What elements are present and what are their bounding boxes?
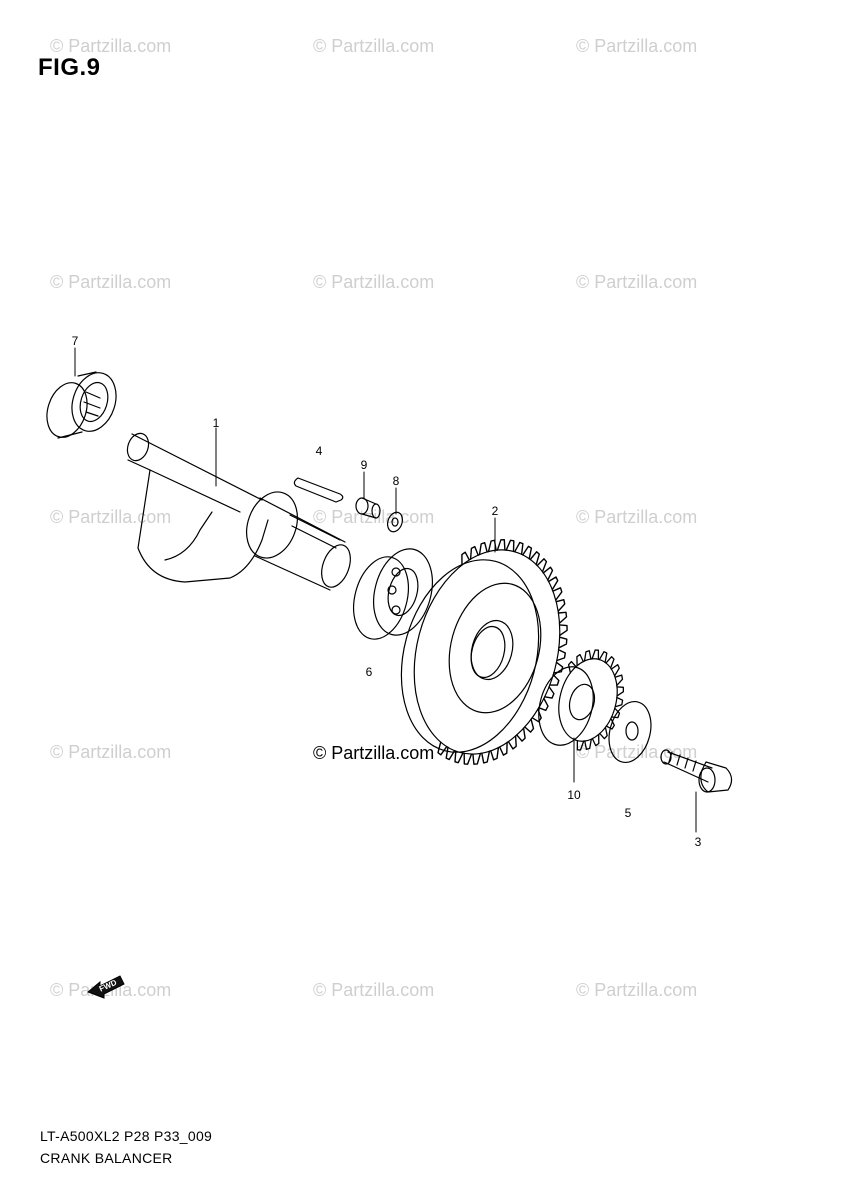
watermark: © Partzilla.com: [576, 742, 698, 762]
diagram-code: LT-A500XL2 P28 P33_009: [40, 1128, 213, 1144]
part-8-washer: [386, 511, 404, 533]
watermark: © Partzilla.com: [50, 742, 172, 762]
callout-1: 1: [212, 416, 220, 430]
part-1-balancer-shaft: [126, 432, 351, 591]
callout-6: 6: [365, 665, 373, 679]
callout-2: 2: [491, 504, 499, 518]
figure-title: FIG.9: [38, 54, 101, 81]
part-3-bolt: [660, 749, 733, 793]
callout-4: 4: [315, 444, 323, 458]
callout-10: 10: [567, 788, 581, 802]
watermark: © Partzilla.com: [313, 36, 435, 56]
callout-9: 9: [360, 458, 368, 472]
callout-7: 7: [71, 334, 79, 348]
watermark: © Partzilla.com: [576, 507, 698, 527]
watermark: © Partzilla.com: [50, 272, 172, 292]
watermark: © Partzilla.com: [50, 507, 172, 527]
callout-leaders: [74, 347, 697, 833]
callout-8: 8: [392, 474, 400, 488]
part-6-ball-bearing: [353, 548, 433, 640]
part-5-washer: [608, 701, 652, 763]
watermark: © Partzilla.com: [576, 980, 698, 1000]
diagram-name: CRANK BALANCER: [40, 1150, 173, 1166]
watermark: © Partzilla.com: [313, 272, 435, 292]
watermark: © Partzilla.com: [576, 36, 698, 56]
watermark: © Partzilla.com: [576, 272, 698, 292]
credit-text: © Partzilla.com: [313, 743, 435, 763]
watermark: © Partzilla.com: [50, 36, 172, 56]
part-10-drive-gear: [538, 649, 625, 751]
callout-3: 3: [694, 835, 702, 849]
part-9-pin: [355, 497, 381, 519]
callout-5: 5: [624, 806, 632, 820]
watermark: © Partzilla.com: [313, 980, 435, 1000]
fwd-arrow-icon: FWD: [86, 970, 126, 1005]
part-4-key: [293, 477, 344, 503]
part-7-needle-bearing: [46, 371, 117, 439]
